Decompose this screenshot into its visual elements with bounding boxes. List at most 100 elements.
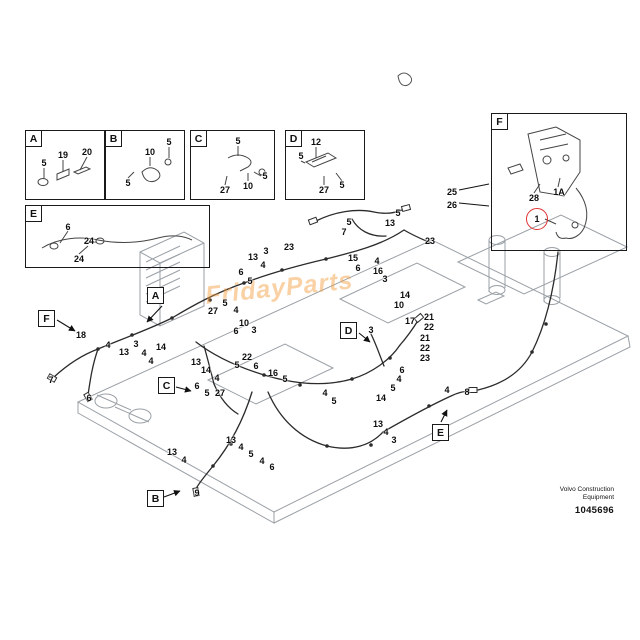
callout-number: 27 [214, 388, 226, 398]
callout-number: 5 [166, 137, 172, 147]
diagram-letter-d: D [340, 322, 357, 339]
callout-number: 10 [393, 300, 405, 310]
callout-number: 6 [253, 361, 259, 371]
callout-number: 6 [65, 222, 71, 232]
diagram-letter-a: A [25, 130, 42, 147]
callout-number: 20 [81, 147, 93, 157]
callout-number: 16 [267, 368, 279, 378]
callout-number: 10 [144, 147, 156, 157]
diagram-letter-c: C [158, 377, 175, 394]
diagram-letter-f: F [38, 310, 55, 327]
callout-number: 5 [222, 298, 228, 308]
callout-number: 22 [423, 322, 435, 332]
callout-number: 6 [269, 462, 275, 472]
highlighted-callout-number: 1 [526, 208, 548, 230]
callout-number: 27 [318, 185, 330, 195]
callout-number: 13 [247, 252, 259, 262]
callout-number: 8 [464, 387, 470, 397]
connector-sketches [46, 72, 478, 497]
diagram-letter-e: E [25, 205, 42, 222]
detail-box-c [190, 130, 275, 200]
callout-number: 4 [322, 388, 328, 398]
callout-number: 6 [86, 393, 92, 403]
callout-number: 5 [125, 178, 131, 188]
callout-number: 23 [283, 242, 295, 252]
footer-block: Volvo Construction Equipment 1045696 [560, 486, 614, 516]
callout-number: 27 [219, 185, 231, 195]
callout-number: 4 [105, 340, 111, 350]
callout-number: 4 [260, 260, 266, 270]
callout-number: 18 [75, 330, 87, 340]
callout-number: 3 [133, 339, 139, 349]
callout-number: 14 [399, 290, 411, 300]
callout-number: 24 [83, 236, 95, 246]
diagram-letter-b: B [147, 490, 164, 507]
callout-number: 17 [404, 316, 416, 326]
callout-number: 7 [48, 375, 54, 385]
callout-number: 5 [262, 171, 268, 181]
callout-number: 3 [251, 325, 257, 335]
callout-number: 28 [528, 193, 540, 203]
diagram-letter-a: A [147, 287, 164, 304]
frame-outline [76, 214, 631, 524]
callout-number: 6 [233, 326, 239, 336]
callout-number: 5 [234, 360, 240, 370]
callout-number: 4 [141, 348, 147, 358]
callout-number: 4 [374, 256, 380, 266]
callout-number: 6 [194, 381, 200, 391]
callout-number: 4 [238, 442, 244, 452]
callout-number: 5 [235, 136, 241, 146]
part-number: 1045696 [574, 504, 614, 516]
callout-number: 13 [190, 357, 202, 367]
callout-number: 9 [194, 488, 200, 498]
callout-number: 10 [242, 181, 254, 191]
callout-number: 14 [155, 342, 167, 352]
callout-number: 5 [395, 208, 401, 218]
callout-number: 6 [355, 263, 361, 273]
brand-line-1: Volvo Construction [559, 486, 614, 493]
callout-number: 10 [238, 318, 250, 328]
callout-number: 14 [375, 393, 387, 403]
detail-box-f [491, 113, 627, 251]
callout-number: 3 [368, 325, 374, 335]
leader-lines [56, 183, 490, 498]
callout-number: 5 [298, 151, 304, 161]
detail-box-d [285, 130, 365, 200]
callout-number: 13 [225, 435, 237, 445]
diagram-letter-c: C [190, 130, 207, 147]
callout-number: 5 [247, 276, 253, 286]
callout-number: 14 [200, 365, 212, 375]
callout-number: 3 [382, 274, 388, 284]
callout-number: 13 [372, 419, 384, 429]
detail-part-sketches [37, 126, 588, 255]
callout-number: 4 [444, 385, 450, 395]
callout-number: 5 [41, 158, 47, 168]
callout-number: 4 [259, 456, 265, 466]
callout-number: 25 [446, 187, 458, 197]
callout-number: 19 [57, 150, 69, 160]
callout-number: 13 [166, 447, 178, 457]
callout-number: 27 [207, 306, 219, 316]
callout-number: 5 [204, 388, 210, 398]
detail-box-e [25, 205, 210, 268]
callout-number: 26 [446, 200, 458, 210]
callout-number: 12 [310, 137, 322, 147]
callout-number: 22 [241, 352, 253, 362]
callout-number: 6 [238, 267, 244, 277]
callout-number: 4 [396, 374, 402, 384]
callout-number: 23 [424, 236, 436, 246]
callout-number: 5 [339, 180, 345, 190]
diagram-letter-f: F [491, 113, 508, 130]
callout-number: 5 [346, 217, 352, 227]
detail-box-b [105, 130, 185, 200]
callout-number: 21 [423, 312, 435, 322]
callout-number: 5 [282, 374, 288, 384]
callout-number: 5 [248, 449, 254, 459]
callout-number: 15 [347, 253, 359, 263]
callout-number: 5 [331, 396, 337, 406]
diagram-letter-b: B [105, 130, 122, 147]
callout-number: 23 [419, 353, 431, 363]
callout-number: 3 [391, 435, 397, 445]
